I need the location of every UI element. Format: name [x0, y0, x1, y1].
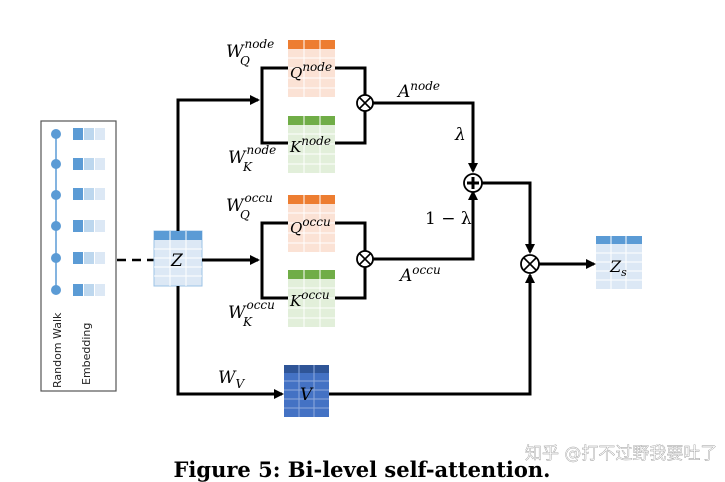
v-to-final-mult	[329, 273, 535, 396]
zs-matrix: Zs	[596, 236, 642, 289]
z-to-node-branch	[176, 95, 260, 231]
v-label: V	[300, 385, 314, 405]
embedding-row	[73, 220, 105, 232]
k-node-matrix: Knode	[288, 116, 335, 173]
embedding-row	[73, 158, 105, 170]
walk-node-2	[51, 159, 61, 169]
embedding-row	[73, 284, 105, 296]
embedding-row	[73, 252, 105, 264]
q-occu-matrix: Qoccu	[288, 195, 335, 252]
zs-sub: s	[621, 266, 627, 279]
svg-text:Qoccu: Qoccu	[290, 215, 331, 237]
k-node-sup: node	[301, 134, 331, 148]
k-occu-base: K	[289, 292, 302, 310]
zs-base: Z	[609, 257, 622, 276]
z-label: Z	[170, 251, 184, 271]
node-bracket	[260, 66, 288, 145]
svg-text:Koccu: Koccu	[289, 288, 330, 310]
occu-bracket	[260, 221, 288, 300]
svg-text:Zs: Zs	[609, 257, 627, 279]
input-panel: Random Walk Embedding	[40, 120, 117, 392]
a-occu-to-plus	[373, 190, 478, 261]
q-occu-to-mult	[335, 221, 367, 251]
walk-node-1	[51, 129, 61, 139]
q-node-base: Q	[290, 64, 302, 82]
embedding-label: Embedding	[80, 323, 93, 385]
k-node-to-mult	[335, 111, 367, 145]
walk-node-3	[51, 190, 61, 200]
q-node-to-mult	[335, 66, 367, 95]
figure-caption: Figure 5: Bi-level self-attention.	[174, 457, 551, 482]
plus-to-final-mult	[481, 181, 535, 254]
svg-text:Knode: Knode	[289, 134, 331, 156]
wv-label: WV	[218, 368, 245, 391]
embedding-rows	[73, 128, 105, 296]
k-node-base: K	[289, 138, 302, 156]
svg-text:Qnode: Qnode	[290, 60, 332, 82]
mult-node-operator	[356, 94, 374, 112]
one-minus-lambda-label: 1 − λ	[425, 209, 472, 229]
embedding-row	[73, 188, 105, 200]
walk-node-6	[51, 285, 61, 295]
walk-node-5	[51, 253, 61, 263]
a-occu-label: Aoccu	[398, 263, 441, 286]
flow-lines	[176, 66, 596, 399]
lambda-label: λ	[454, 125, 466, 145]
a-node-to-plus	[373, 101, 478, 173]
q-node-matrix: Qnode	[288, 40, 335, 97]
k-occu-to-mult	[335, 267, 367, 300]
random-walk-label: Random Walk	[51, 312, 64, 388]
k-occu-sup: occu	[301, 288, 329, 302]
v-matrix: V	[284, 365, 329, 417]
q-node-sup: node	[302, 60, 332, 74]
k-occu-matrix: Koccu	[288, 270, 335, 327]
final-mult-operator	[520, 254, 540, 274]
walk-node-4	[51, 221, 61, 231]
z-to-v	[176, 286, 284, 399]
q-occu-base: Q	[290, 219, 302, 237]
z-matrix: Z	[153, 230, 203, 287]
q-occu-sup: occu	[302, 215, 330, 229]
a-node-label: Anode	[396, 79, 440, 102]
watermark: 知乎 @打不过野我要吐了	[525, 444, 717, 464]
plus-operator	[463, 173, 483, 193]
mult-occu-operator	[356, 250, 374, 268]
random-walk-chain	[51, 129, 61, 295]
embedding-row	[73, 128, 105, 140]
